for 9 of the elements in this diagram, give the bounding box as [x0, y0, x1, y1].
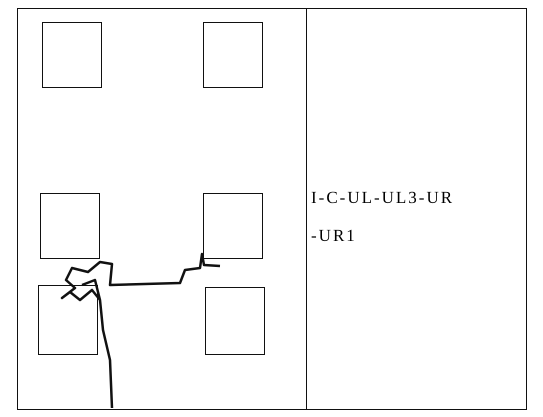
left-panel — [17, 8, 307, 410]
square-box — [42, 22, 102, 88]
text-panel — [306, 8, 527, 410]
square-box — [202, 22, 262, 88]
square-box — [38, 284, 98, 354]
square-box — [204, 286, 264, 354]
square-box — [202, 192, 262, 258]
sequence-text: I-C-UL-UL3-UR -UR1 — [311, 187, 456, 247]
square-box — [40, 192, 100, 258]
